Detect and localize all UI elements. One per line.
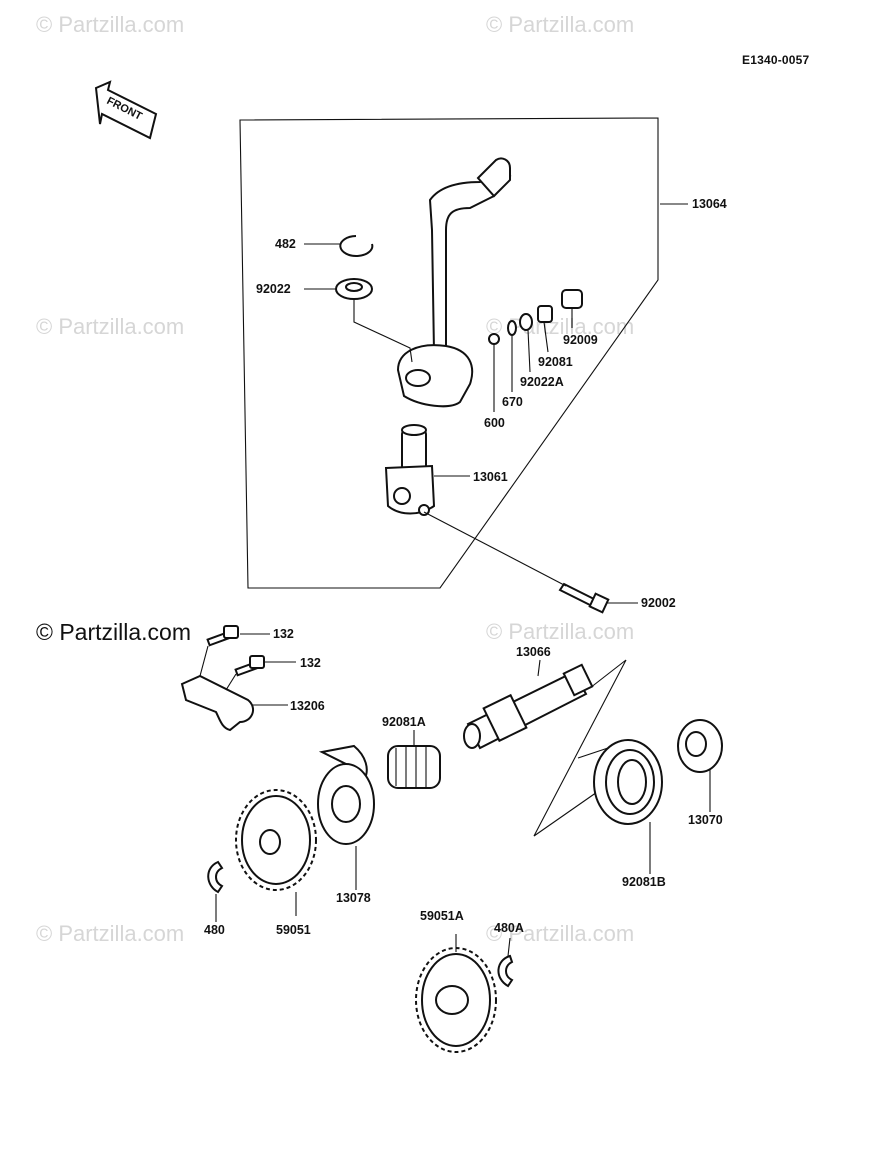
part-label: 132 [273,627,294,641]
part-label: 92009 [563,333,598,347]
spring-92081 [537,305,553,323]
assembly-box [239,117,659,589]
kick-shaft-13066 [463,663,594,750]
part-label: 13064 [692,197,727,211]
part-label: 600 [484,416,505,430]
part-label: 482 [275,237,296,251]
gear-59051 [235,789,317,891]
diagram-code: E1340-0057 [742,53,810,67]
front-arrow-icon: FRONT [94,80,158,140]
torsion-spring-92081B [577,739,663,825]
watermark-dark: © Partzilla.com [36,619,191,645]
part-label: 92081B [622,875,666,889]
spring-92009 [561,289,583,309]
part-label: 480 [204,923,225,937]
spring-92081A [387,745,441,789]
washer-92022 [335,278,373,300]
bolt-92002 [558,582,610,614]
part-label: 59051 [276,923,311,937]
part-label: 13066 [516,645,551,659]
guide-plate-13206 [180,674,255,732]
part-label: 92081 [538,355,573,369]
exploded-view-lines [533,659,627,837]
part-label: 92002 [641,596,676,610]
leader-lines [199,203,711,957]
part-label: 13206 [290,699,325,713]
ring-670 [507,320,517,336]
part-label: 480A [494,921,524,935]
part-label: 132 [300,656,321,670]
ratchet-13078 [317,744,375,845]
part-label: 13070 [688,813,723,827]
pedal-boss-13061 [384,424,436,516]
part-label: 670 [502,395,523,409]
collar-13070 [677,719,723,773]
watermark: © Partzilla.com [36,12,185,37]
watermark: © Partzilla.com [36,314,185,339]
part-label: 59051A [420,909,464,923]
watermark: © Partzilla.com [486,12,635,37]
part-label: 92022 [256,282,291,296]
part-label: 13078 [336,891,371,905]
part-label: 92081A [382,715,426,729]
kick-pedal-lever [396,157,512,408]
circlip-480A [497,954,514,988]
watermark: © Partzilla.com [36,921,185,946]
part-label: 92022A [520,375,564,389]
part-label: 13061 [473,470,508,484]
circlip-480 [207,860,224,894]
watermark: © Partzilla.com [486,619,635,644]
circlip-482 [339,235,374,257]
bolt-132-upper [206,625,239,647]
bolt-132-lower [234,655,265,677]
gear-59051A [415,947,497,1053]
washer-92022A [519,313,533,331]
watermark: © Partzilla.com [486,921,635,946]
ball-600 [488,333,500,345]
